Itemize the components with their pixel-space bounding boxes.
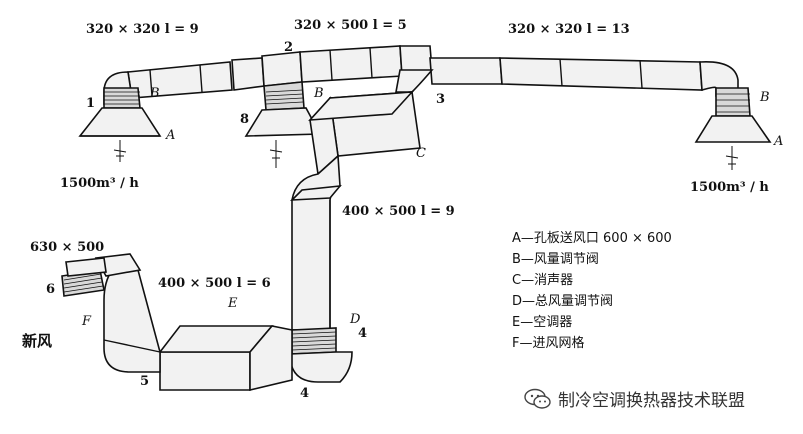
tag-F: F (82, 314, 92, 329)
node-4a: 4 (358, 326, 368, 341)
node-2: 2 (284, 40, 294, 55)
dim-fresh-inlet: 630 × 500 (30, 240, 105, 255)
tag-B-left: B (150, 86, 160, 101)
dim-lower: 400 × 500 l = 6 (158, 276, 271, 291)
flow-right: 1500m³ / h (690, 180, 769, 195)
dim-riser: 400 × 500 l = 9 (342, 204, 455, 219)
node-8: 8 (240, 112, 250, 127)
tag-B-right: B (760, 90, 770, 105)
tee-and-silencer (308, 69, 434, 176)
node-4b: 4 (300, 386, 310, 401)
ahu-unit (158, 325, 293, 392)
node-3: 3 (436, 92, 446, 107)
legend: A—孔板送风口 600 × 600 B—风量调节阀 C—消声器 D—总风量调节阀… (512, 228, 672, 354)
tag-C: C (416, 146, 426, 161)
tag-A-right: A (774, 134, 784, 149)
top-main-duct (127, 45, 739, 99)
node-1: 1 (86, 96, 96, 111)
riser-duct (289, 154, 353, 383)
wechat-icon (524, 388, 551, 409)
node-5: 5 (140, 374, 150, 389)
fresh-air-label: 新风 (22, 332, 53, 350)
legend-item-A: A—孔板送风口 600 × 600 (512, 231, 672, 246)
tag-D: D (350, 312, 361, 327)
tag-B-mid: B (314, 86, 324, 101)
left-terminal (78, 71, 162, 162)
dim-top-mid: 320 × 500 l = 5 (294, 18, 407, 33)
fresh-air-inlet (61, 257, 107, 297)
legend-item-E: E—空调器 (512, 315, 573, 330)
middle-terminal (244, 81, 322, 168)
dim-top-right: 320 × 320 l = 13 (508, 22, 630, 37)
node-6: 6 (46, 282, 56, 297)
flow-left: 1500m³ / h (60, 176, 139, 191)
watermark-text: 制冷空调换热器技术联盟 (558, 391, 745, 411)
legend-item-D: D—总风量调节阀 (512, 294, 614, 309)
legend-item-B: B—风量调节阀 (512, 252, 599, 267)
tag-E: E (228, 296, 238, 311)
right-terminal (694, 87, 772, 170)
watermark: 制冷空调换热器技术联盟 (524, 386, 745, 411)
legend-item-F: F—进风网格 (512, 336, 585, 351)
dim-top-left: 320 × 320 l = 9 (86, 22, 199, 37)
legend-item-C: C—消声器 (512, 273, 574, 288)
tag-A-left: A (166, 128, 176, 143)
